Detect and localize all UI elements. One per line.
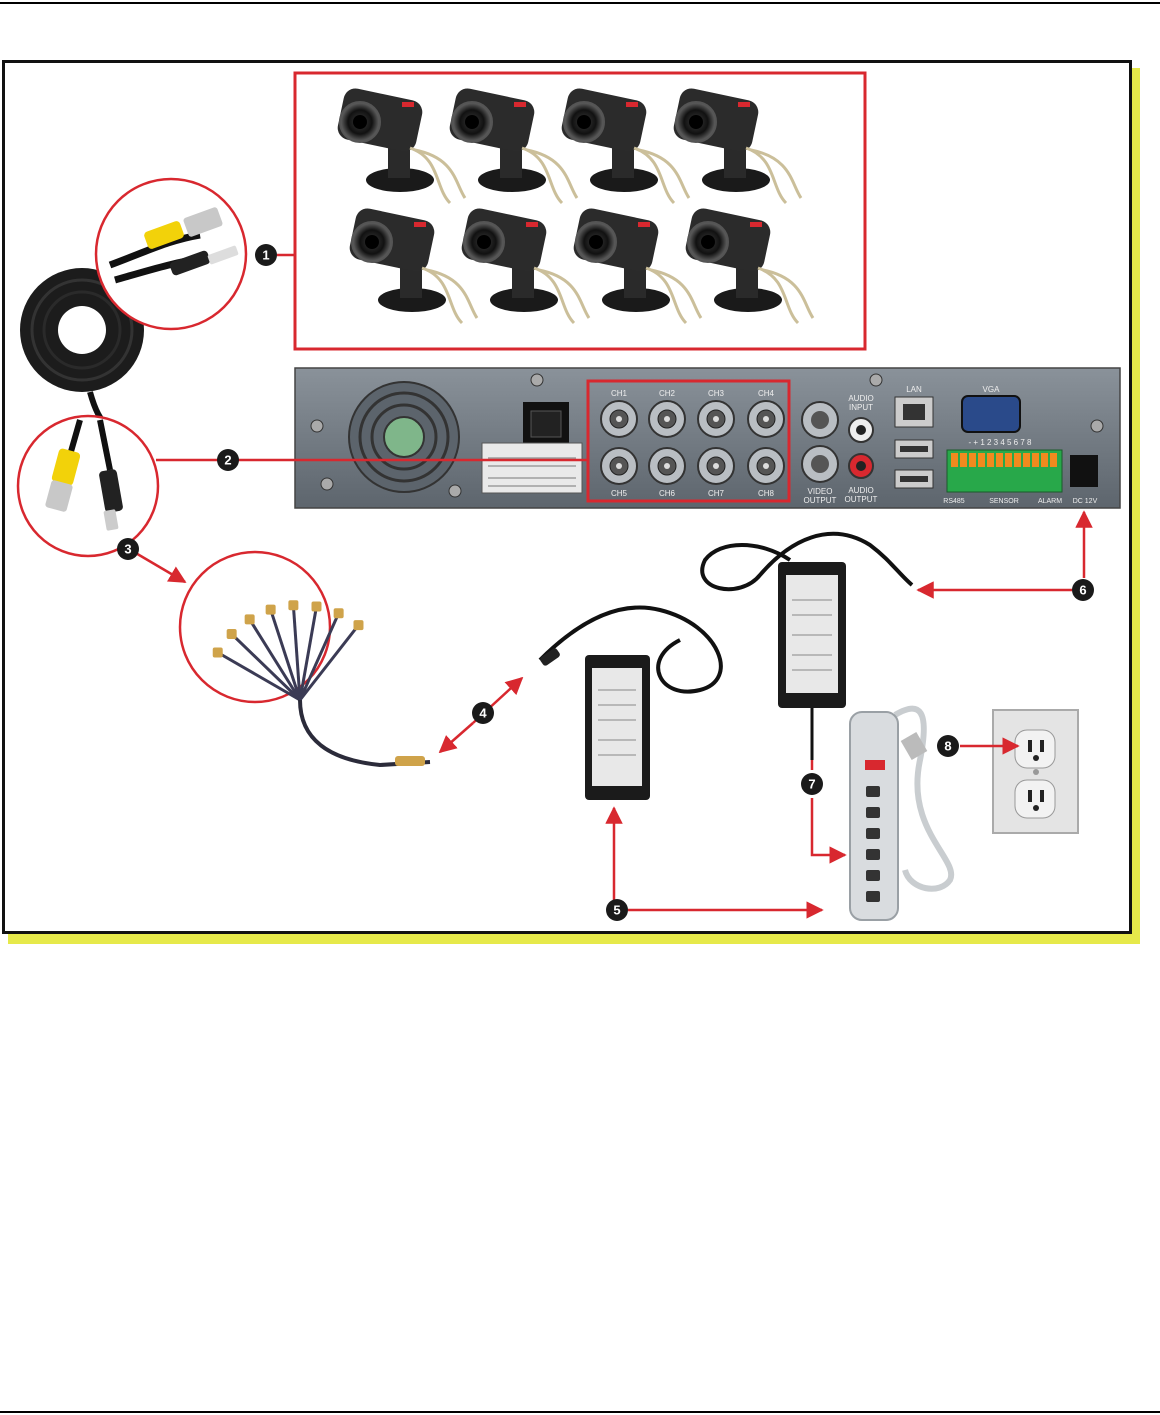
audio-input-label-2: INPUT — [849, 403, 873, 412]
channel-label-5: CH5 — [611, 489, 628, 498]
splitter-leg — [298, 606, 318, 701]
splitter-leg-plug — [333, 608, 344, 619]
rs485-label: RS485 — [943, 498, 965, 505]
dc-power-jack — [1070, 455, 1098, 487]
callout-4: 4 — [472, 702, 494, 724]
callout-number: 4 — [479, 706, 487, 721]
vga-port — [961, 395, 1021, 433]
terminal-screw — [1023, 453, 1030, 467]
splitter-leg-plug — [244, 614, 255, 625]
cameras-highlight-box — [293, 71, 867, 351]
strip-outlet — [866, 849, 880, 860]
callout-3: 3 — [117, 538, 139, 560]
bottom-rule — [0, 1411, 1160, 1413]
callout-7: 7 — [801, 773, 823, 795]
splitter-leg — [248, 618, 302, 701]
strip-outlet — [866, 870, 880, 881]
terminal-screw — [1041, 453, 1048, 467]
bnc-connector-zoom-top — [94, 177, 248, 331]
splitter-leg-plug — [265, 604, 276, 615]
dc-label: DC 12V — [1073, 498, 1098, 505]
terminal-screw — [1014, 453, 1021, 467]
splitter-leg — [298, 612, 341, 701]
terminal-screw — [1050, 453, 1057, 467]
splitter-leg — [291, 605, 302, 701]
audio-output-label-2: OUTPUT — [845, 495, 878, 504]
channel-label-4: CH4 — [758, 389, 775, 398]
security-camera — [673, 88, 803, 205]
callout-2: 2 — [217, 449, 239, 471]
security-camera — [461, 208, 591, 325]
security-camera — [573, 208, 703, 325]
callout-number: 6 — [1079, 583, 1086, 598]
callout-number: 3 — [124, 542, 131, 557]
power-splitter-zoom — [178, 550, 364, 704]
splitter-leg-plug — [311, 601, 322, 612]
warning-label — [481, 442, 583, 494]
terminal-screw — [1032, 453, 1039, 467]
callout-number: 1 — [262, 248, 269, 263]
video-output-label-2: OUTPUT — [804, 496, 837, 505]
top-rule — [0, 2, 1160, 4]
alarm-label: ALARM — [1038, 498, 1062, 505]
vga-label: VGA — [983, 385, 1001, 394]
splitter-plug — [395, 756, 425, 766]
video-output-label-1: VIDEO — [808, 487, 833, 496]
strip-outlet — [866, 786, 880, 797]
callout-6: 6 — [1072, 579, 1094, 601]
splitter-leg-plug — [212, 647, 223, 658]
splitter-leg — [269, 609, 302, 701]
splitter-leg-plug — [288, 600, 299, 611]
splitter-cable — [298, 699, 431, 768]
audio-input-label-1: AUDIO — [848, 394, 873, 403]
security-camera — [337, 88, 467, 205]
audio-output-label-1: AUDIO — [848, 486, 873, 495]
channel-label-8: CH8 — [758, 489, 775, 498]
dvr-power-adapter — [700, 531, 914, 760]
channel-label-2: CH2 — [659, 389, 676, 398]
channel-label-6: CH6 — [659, 489, 676, 498]
terminal-screw — [960, 453, 967, 467]
channels-highlight-box — [586, 379, 791, 503]
callout-5: 5 — [606, 899, 628, 921]
terminal-screw — [978, 453, 985, 467]
power-strip — [849, 705, 955, 921]
channel-label-1: CH1 — [611, 389, 628, 398]
splitter-leg-plug — [353, 620, 364, 631]
splitter-leg — [230, 632, 302, 702]
channel-label-7: CH7 — [708, 489, 725, 498]
terminal-screw — [996, 453, 1003, 467]
strip-outlet — [866, 807, 880, 818]
security-camera — [561, 88, 691, 205]
sensor-label: SENSOR — [989, 498, 1019, 505]
terminal-screw — [969, 453, 976, 467]
wall-outlet — [992, 709, 1079, 834]
callout-1: 1 — [255, 244, 277, 266]
connection-lines — [133, 253, 1093, 919]
strip-outlet — [866, 891, 880, 902]
lan-label: LAN — [906, 385, 922, 394]
strip-outlet — [866, 828, 880, 839]
callout-number: 2 — [224, 453, 231, 468]
splitter-leg — [298, 624, 360, 701]
camera-group — [337, 88, 815, 325]
sensor-numbers-label: - + 1 2 3 4 5 6 7 8 — [969, 438, 1032, 447]
splitter-leg — [216, 651, 301, 702]
security-camera — [685, 208, 815, 325]
callout-number: 7 — [808, 777, 815, 792]
bnc-connector-zoom-bottom — [16, 414, 160, 558]
callout-number: 5 — [613, 903, 620, 918]
channel-label-3: CH3 — [708, 389, 725, 398]
callout-number: 8 — [944, 739, 951, 754]
security-camera — [349, 208, 479, 325]
callout-8: 8 — [937, 735, 959, 757]
terminal-screw — [1005, 453, 1012, 467]
camera-power-adapter — [538, 605, 723, 800]
splitter-leg-plug — [226, 629, 237, 640]
terminal-screw — [987, 453, 994, 467]
security-camera — [449, 88, 579, 205]
terminal-screw — [951, 453, 958, 467]
